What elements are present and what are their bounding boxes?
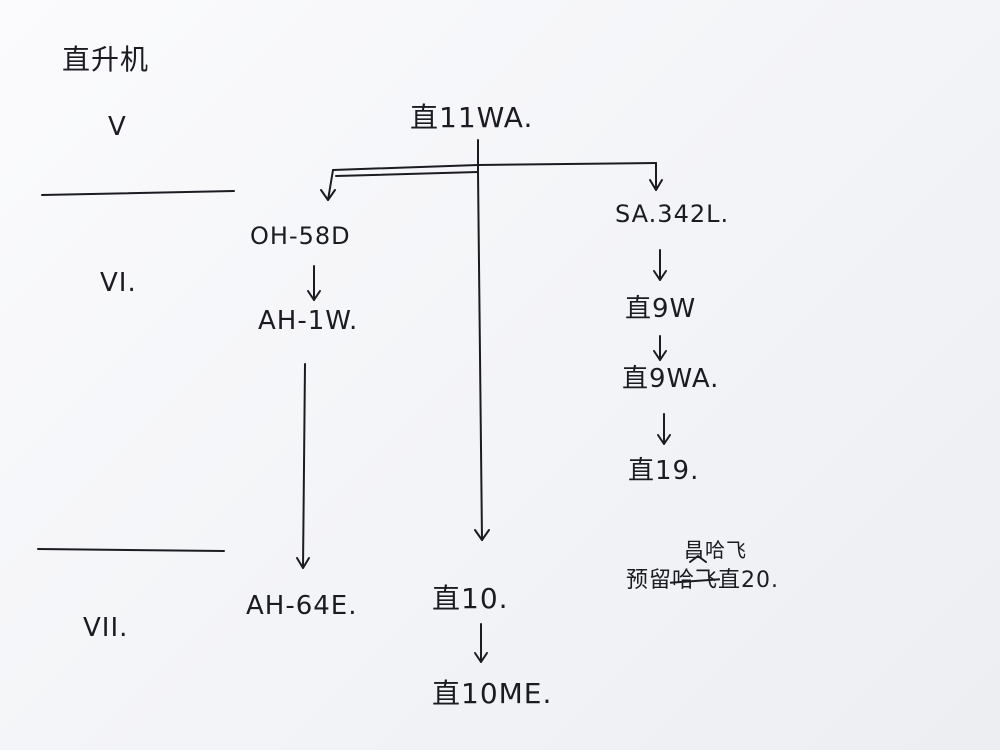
generation-divider-vi-vii [37, 548, 225, 552]
arrowhead-z19 [657, 434, 671, 445]
reserve-prefix: 预留 [626, 568, 673, 593]
arrowhead-z10me [474, 652, 488, 663]
generation-label-v: V [108, 112, 127, 142]
arrowhead-sa342l [649, 179, 663, 191]
node-z10me: 直10ME. [432, 677, 553, 710]
reserve-suffix: 直20. [718, 568, 780, 593]
node-z19: 直19. [628, 456, 700, 486]
node-z9w: 直9W [625, 294, 697, 324]
connector-root-oh58d [327, 169, 334, 201]
arrowhead-ah64e [296, 557, 310, 569]
node-z10: 直10. [432, 582, 509, 615]
generation-divider-v-vi [41, 190, 235, 196]
arrowhead-ah1w [307, 290, 321, 301]
connector-ah1w-ah64e [302, 363, 306, 569]
arrowhead-z9w [653, 270, 667, 281]
generation-label-vi: VI. [100, 268, 137, 298]
reserve-struck-text: 哈飞 [670, 568, 721, 593]
reserve-inserted-text: 昌哈飞 [684, 538, 747, 562]
arrowhead-oh58d [320, 189, 336, 201]
node-ah64e: AH-64E. [246, 591, 358, 621]
branch-bar [332, 162, 657, 171]
node-z9wa: 直9WA. [622, 364, 720, 394]
page-title: 直升机 [62, 43, 150, 76]
connector-root-z10 [477, 171, 483, 541]
node-ah1w: AH-1W. [258, 306, 359, 336]
node-oh58d: OH-58D [250, 222, 351, 250]
arrowhead-z9wa [653, 350, 667, 361]
branch-bar-underline [335, 171, 479, 177]
node-sa342l: SA.342L. [615, 200, 730, 228]
insertion-caret [689, 555, 707, 563]
generation-label-vii: VII. [83, 613, 129, 643]
node-reserve-z20: 预留哈飞直20. [626, 570, 779, 592]
arrowhead-z10 [474, 529, 490, 541]
root-node-z11wa: 直11WA. [410, 101, 534, 134]
